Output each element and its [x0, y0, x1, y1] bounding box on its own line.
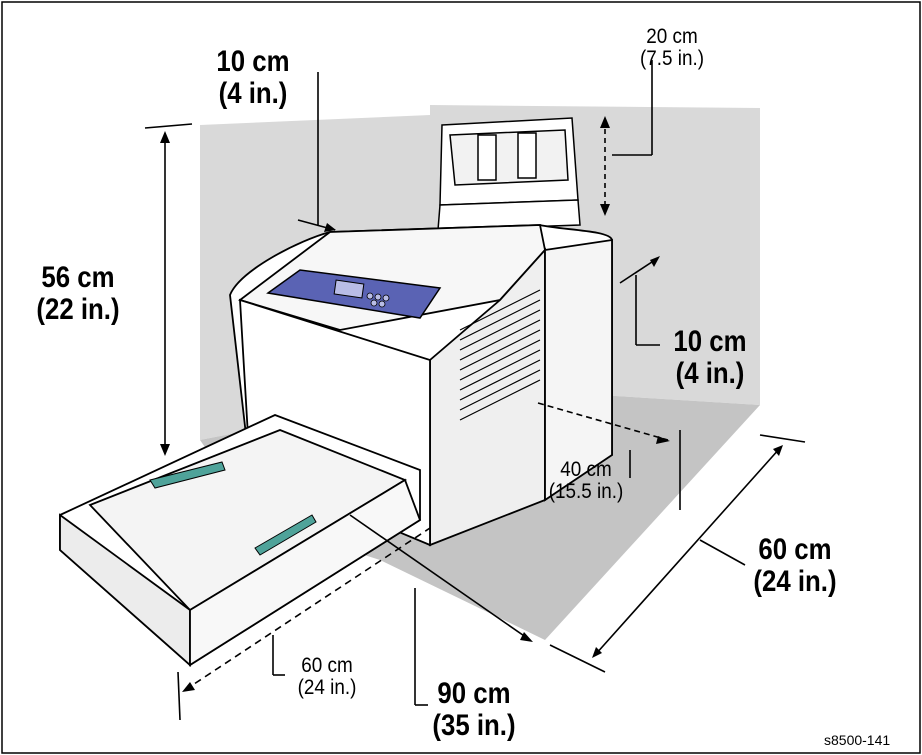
paper-tray	[59, 414, 422, 667]
dimension-metric: 60 cm	[758, 533, 832, 566]
tray-guides	[149, 461, 317, 556]
dimension-total-depth: 90 cm (35 in.)	[428, 678, 521, 741]
figure-code: s8500-141	[824, 732, 891, 748]
panel-display	[333, 279, 365, 299]
arrowheads	[160, 116, 783, 692]
side-vents	[459, 289, 541, 421]
dimension-imperial: (35 in.)	[432, 708, 516, 742]
dimension-height: 56 cm (22 in.)	[23, 262, 133, 325]
dimension-top-side: 10 cm (4 in.)	[206, 46, 301, 109]
panel-buttons	[366, 292, 390, 308]
dimension-imperial: (22 in.)	[36, 292, 120, 326]
dimension-imperial: (7.5 in.)	[639, 47, 705, 71]
dimension-imperial: (4 in.)	[675, 356, 745, 390]
dimension-metric: 40 cm	[560, 458, 612, 481]
dimension-front-tray: 60 cm (24 in.)	[287, 654, 368, 700]
dimension-right-side: 10 cm (4 in.)	[667, 326, 753, 389]
dimension-metric: 90 cm	[437, 677, 511, 710]
dimension-metric: 20 cm	[646, 25, 698, 48]
output-tray	[437, 117, 581, 231]
dimension-metric: 60 cm	[301, 654, 353, 677]
dimension-imperial: (4 in.)	[218, 76, 288, 110]
dimension-metric: 10 cm	[673, 325, 747, 358]
dimension-right-width: 60 cm (24 in.)	[748, 534, 843, 597]
dimension-top-rear: 20 cm (7.5 in.)	[627, 25, 717, 71]
dimension-imperial: (24 in.)	[297, 676, 357, 700]
dimension-metric: 10 cm	[216, 45, 290, 78]
dimension-metric: 56 cm	[41, 261, 115, 294]
dimension-imperial: (15.5 in.)	[548, 480, 624, 504]
dimension-imperial: (24 in.)	[753, 564, 837, 598]
dimension-rear-depth: 40 cm (15.5 in.)	[537, 458, 634, 504]
